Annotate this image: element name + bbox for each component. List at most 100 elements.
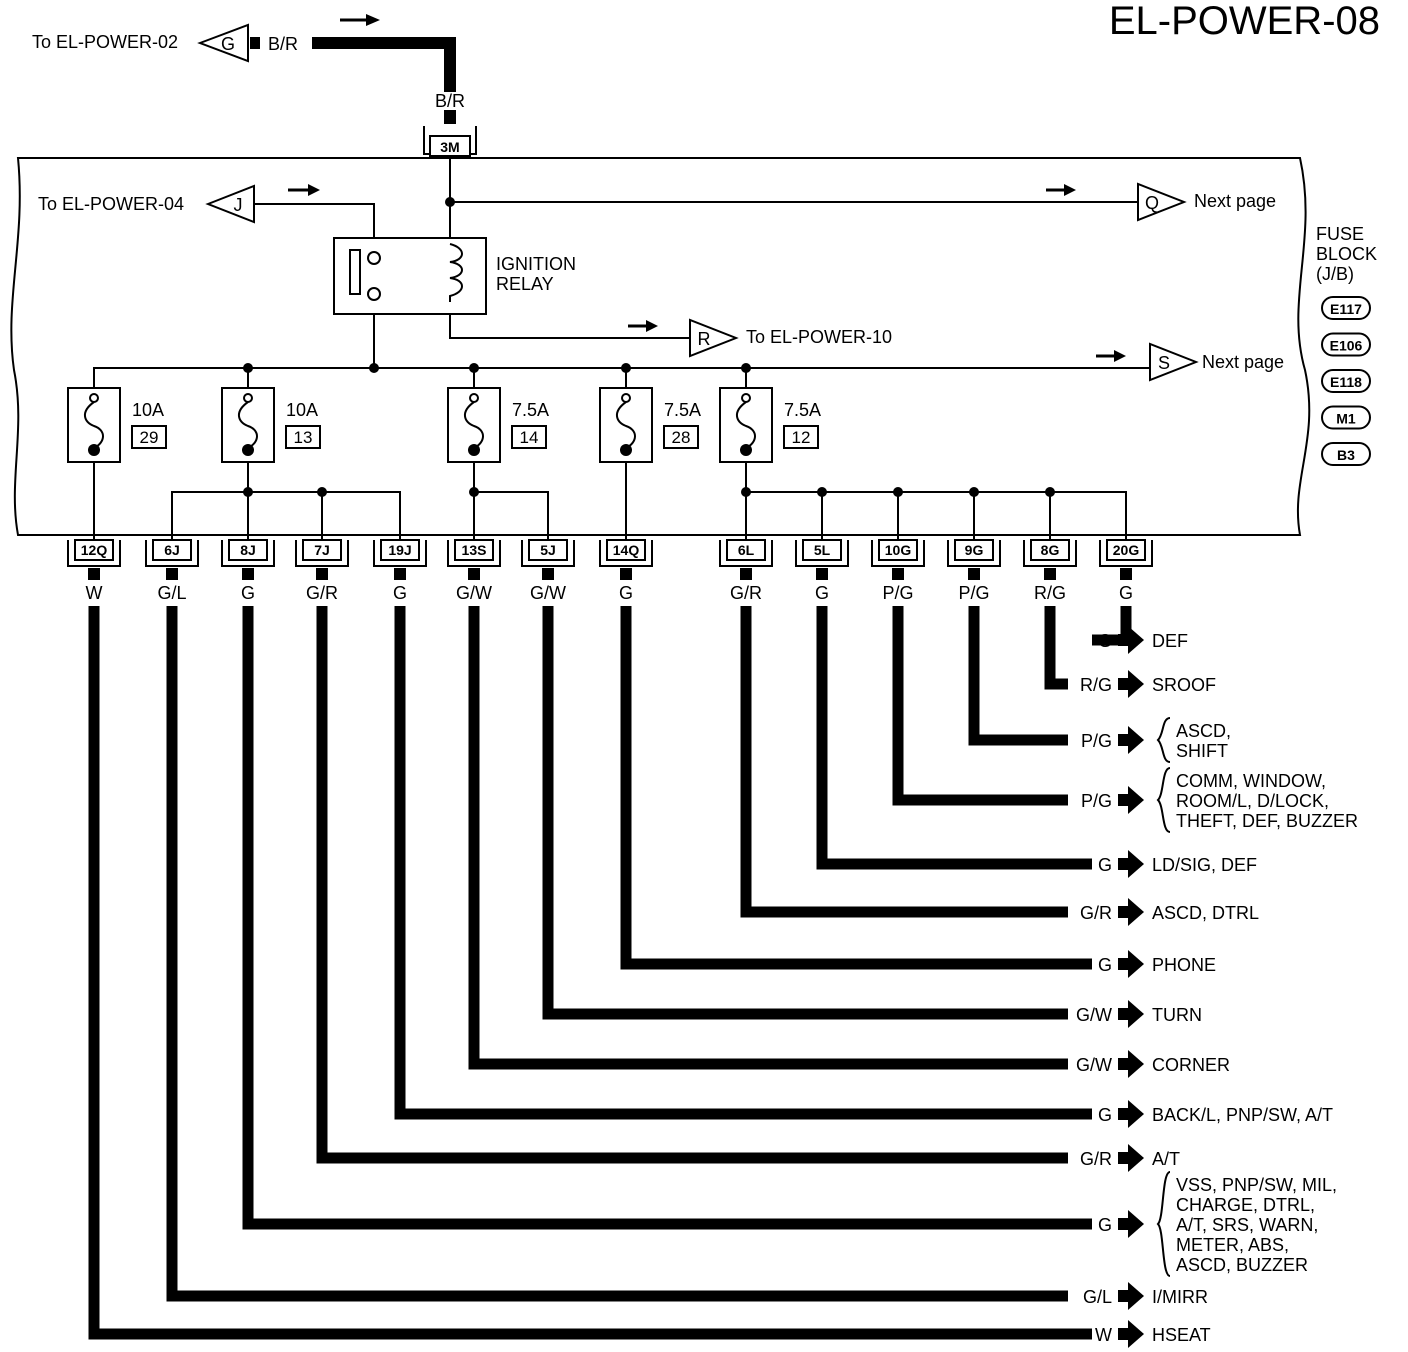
offpage-s: S Next page — [1149, 342, 1284, 382]
output-arrow-icon — [1128, 1000, 1144, 1028]
terminal-stub — [1044, 568, 1056, 580]
fuse-element-icon — [616, 401, 636, 449]
output-wire — [816, 606, 1092, 870]
terminal-housing — [599, 540, 653, 567]
terminal-stub — [542, 568, 554, 580]
terminal-stub — [968, 568, 980, 580]
terminal-box — [606, 539, 646, 561]
terminal-wire-color: G/W — [456, 583, 492, 603]
output-arrow-shaft — [1118, 1108, 1130, 1120]
output-destination: ROOM/L, D/LOCK, — [1176, 791, 1329, 811]
fuse-element-icon — [736, 401, 756, 449]
output-arrow-icon — [1128, 1100, 1144, 1128]
terminal-box — [878, 539, 918, 561]
relay-label-1: IGNITION — [496, 254, 576, 274]
fuse-terminal — [740, 444, 752, 456]
output-arrow-icon — [1128, 786, 1144, 814]
output-wire-color: W — [1095, 1325, 1112, 1345]
terminal-housing — [67, 540, 121, 567]
terminal-housing — [521, 540, 575, 567]
terminal-wire-color: P/G — [958, 583, 989, 603]
relay-contact-bottom — [367, 287, 381, 301]
terminal-stub — [620, 568, 632, 580]
output-wire — [620, 606, 1092, 970]
offpage-q-tag — [1137, 182, 1187, 222]
flow-arrows — [288, 184, 1126, 362]
output-arrow-icon — [1128, 898, 1144, 926]
output-destination: ASCD, BUZZER — [1176, 1255, 1308, 1275]
input-label: To EL-POWER-02 — [32, 32, 178, 52]
output-wire-color: G — [1098, 1215, 1112, 1235]
fuse-number: 29 — [140, 428, 159, 447]
output-wire-color: P/G — [1081, 731, 1112, 751]
flow-arrow-head — [366, 14, 380, 26]
page-title: EL-POWER-08 — [1109, 0, 1380, 43]
output-destination: HSEAT — [1152, 1325, 1211, 1345]
fuse-terminal — [243, 393, 253, 403]
input-wire-color-down: B/R — [435, 91, 465, 111]
terminal-label: 5J — [540, 542, 556, 558]
fuse-number: 14 — [520, 428, 539, 447]
terminal-box — [726, 539, 766, 561]
output-wire — [468, 606, 1068, 1070]
input-tag-letter: G — [221, 34, 235, 54]
output-arrow-shaft — [1118, 678, 1130, 690]
terminal-stub — [892, 568, 904, 580]
output-arrow-shaft — [1118, 734, 1130, 746]
output-wire-color: G — [1098, 1105, 1112, 1125]
terminal-housing — [719, 540, 773, 567]
terminal-wire-color: P/G — [882, 583, 913, 603]
output-arrow-shaft — [1118, 858, 1130, 870]
terminal-housing — [947, 540, 1001, 567]
terminal-label: 8J — [240, 542, 256, 558]
terminal-label: 8G — [1041, 542, 1060, 558]
fuse-terminal — [469, 393, 479, 403]
output-arrow-icon — [1128, 626, 1144, 654]
terminal-6L: 6LG/R — [719, 539, 773, 603]
output-brace — [1156, 767, 1171, 833]
splice-dots — [243, 487, 1055, 497]
terminal-wire-color: R/G — [1034, 583, 1066, 603]
offpage-q: Q Next page — [1137, 182, 1276, 222]
output-arrow-icon — [1128, 670, 1144, 698]
terminal-wire-color: G — [619, 583, 633, 603]
offpage-s-letter: S — [1158, 353, 1170, 373]
output-wire-color: P/G — [1081, 791, 1112, 811]
fuse-amperage: 10A — [286, 400, 318, 420]
output-arrow-shaft — [1118, 1290, 1130, 1302]
output-wire-color: G — [1098, 855, 1112, 875]
terminal-label: 19J — [388, 542, 411, 558]
fuse-block-connector-label: B3 — [1337, 447, 1355, 463]
fuse-number-box — [783, 425, 819, 449]
fuse-block-connector-label: E106 — [1330, 338, 1363, 354]
offpage-q-label: Next page — [1194, 191, 1276, 211]
terminal-housing — [373, 540, 427, 567]
terminal-wire-color: W — [86, 583, 103, 603]
output-arrow-shaft — [1118, 794, 1130, 806]
terminal-stub — [88, 568, 100, 580]
output-destination: I/MIRR — [1152, 1287, 1208, 1307]
terminal-8J: 8JG — [221, 539, 275, 603]
output-wire-color: G/L — [1083, 1287, 1112, 1307]
fuse-number-box — [663, 425, 699, 449]
fuse-number: 13 — [294, 428, 313, 447]
fuse-number-box — [511, 425, 547, 449]
fuse-block-connector-label: E117 — [1330, 301, 1362, 317]
output-wire — [316, 606, 1068, 1164]
output-arrow-shaft — [1118, 1218, 1130, 1230]
fuse-terminal — [88, 444, 100, 456]
offpage-s-label: Next page — [1202, 352, 1284, 372]
input-connection: To EL-POWER-02 G B/R B/R 3M — [32, 14, 477, 157]
terminal-housing — [795, 540, 849, 567]
